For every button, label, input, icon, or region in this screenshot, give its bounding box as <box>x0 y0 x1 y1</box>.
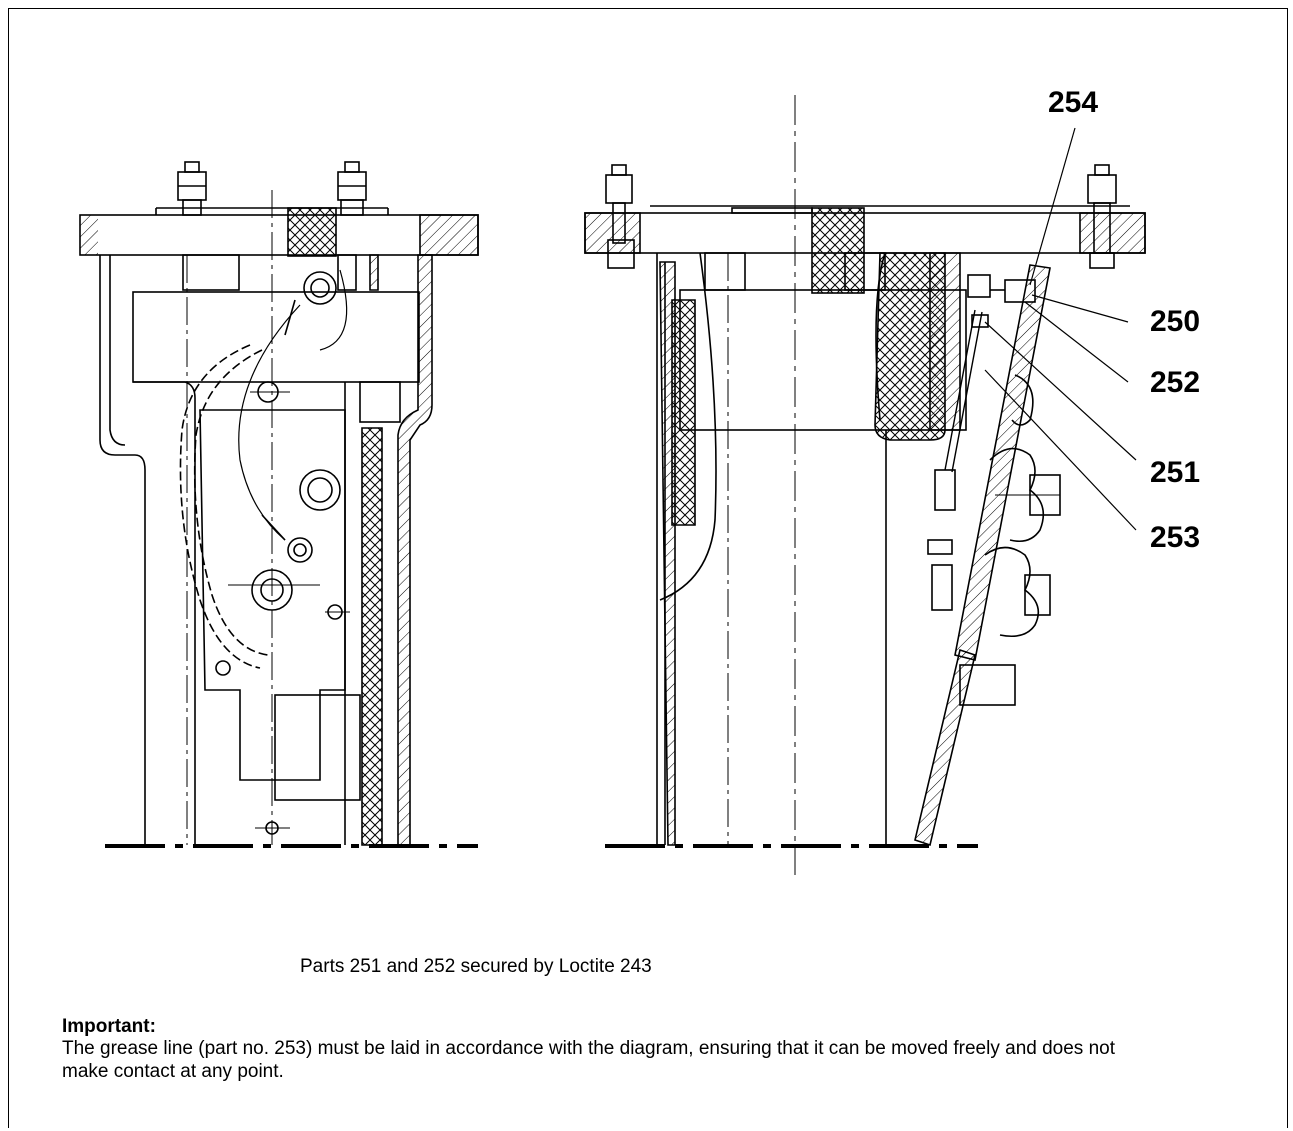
note-body: The grease line (part no. 253) must be l… <box>62 1038 1115 1082</box>
right-flange <box>584 212 1146 254</box>
callout-251: 251 <box>1150 456 1201 489</box>
left-bolt-b <box>337 161 367 291</box>
callout-253: 253 <box>1150 521 1201 554</box>
left-flange <box>79 214 479 256</box>
leader-lines <box>984 127 1137 531</box>
right-bolt-a <box>605 164 635 269</box>
callout-254: 254 <box>1048 86 1099 119</box>
left-view <box>79 161 479 846</box>
right-bolt-b <box>1087 164 1117 269</box>
callout-252: 252 <box>1150 366 1201 399</box>
callout-250: 250 <box>1150 305 1201 338</box>
leader-251 <box>984 321 1137 461</box>
leader-252 <box>1024 301 1129 383</box>
leader-254 <box>1029 127 1076 286</box>
left-bolt-a <box>177 161 240 291</box>
note-title: Important: <box>62 1016 156 1037</box>
right-view <box>584 95 1146 875</box>
caption-loctite: Parts 251 and 252 secured by Loctite 243 <box>300 956 652 977</box>
page-frame <box>8 8 1288 1128</box>
leader-253 <box>984 369 1137 531</box>
leader-250 <box>1031 294 1129 323</box>
